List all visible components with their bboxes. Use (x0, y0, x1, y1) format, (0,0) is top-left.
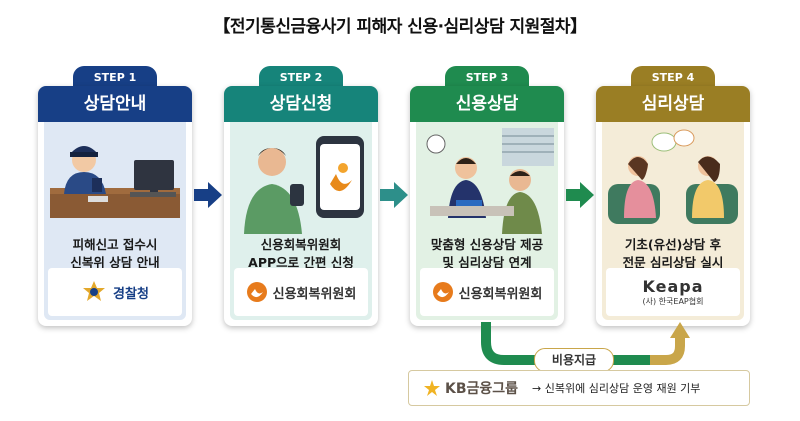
step-2-desc-line1: 신용회복위원회 (260, 237, 342, 252)
step-3-desc-line1: 맞춤형 신용상담 제공 (430, 237, 544, 252)
kb-name: KB금융그룹 (445, 381, 519, 397)
step-2-heading: 상담신청 (224, 86, 378, 122)
step-4-org-name: Keapa (642, 277, 704, 296)
police-emblem-icon (83, 281, 106, 301)
step-2-org-logo: 신용회복위원회 (234, 268, 368, 316)
step-2-card: 상담신청 신용회복위원회 APP으로 간편 신청 (224, 86, 378, 326)
step-4-heading: 심리상담 (596, 86, 750, 122)
step-1-description: 피해신고 접수시 신복위 상담 안내 (44, 236, 186, 272)
step-1-card: 상담안내 피해신고 접수시 신복위 상담 안내 (38, 86, 192, 326)
credit-counseling-illustration (426, 128, 554, 234)
kb-star-icon (424, 380, 440, 396)
arrow-step3-to-step4-icon (566, 182, 594, 208)
step-3-org-logo: 신용회복위원회 (420, 268, 554, 316)
step-1-heading: 상담안내 (38, 86, 192, 122)
step-3-body: 맞춤형 신용상담 제공 및 심리상담 연계 신용회복위원회 (416, 122, 558, 320)
step-4-card: 심리상담 기초(유선)상담 후 전문 심리상담 실시 Keapa (사) 한 (596, 86, 750, 326)
ccrs-logo-icon (432, 282, 453, 302)
step-2-body: 신용회복위원회 APP으로 간편 신청 신용회복위원회 (230, 122, 372, 320)
step-4-description: 기초(유선)상담 후 전문 심리상담 실시 (602, 236, 744, 272)
psych-counseling-illustration (608, 129, 738, 224)
step-1-org-logo: 경찰청 (48, 268, 182, 316)
step-1-desc-line2: 신복위 상담 안내 (70, 255, 160, 270)
arrow-step1-to-step2-icon (194, 182, 222, 208)
arrow-step2-to-step3-icon (380, 182, 408, 208)
step-3-card: 신용상담 맞춤형 신용상담 제공 및 심리상담 연계 (410, 86, 564, 326)
funding-badge: 비용지급 (534, 348, 614, 372)
step-1-org-name: 경찰청 (113, 286, 149, 302)
step-3-desc-line2: 및 심리상담 연계 (442, 255, 532, 270)
police-officer-illustration (50, 146, 180, 218)
phone-user-illustration (244, 136, 364, 234)
step-4-org-sub: (사) 한국EAP협회 (642, 297, 704, 306)
step-2-desc-line2: APP으로 간편 신청 (248, 255, 354, 270)
step-2-label: STEP 2 (259, 66, 343, 88)
funding-flow-arrow-icon (481, 322, 690, 365)
step-1-body: 피해신고 접수시 신복위 상담 안내 경찰청 (44, 122, 186, 320)
step-1-label: STEP 1 (73, 66, 157, 88)
step-4-desc-line1: 기초(유선)상담 후 (624, 237, 722, 252)
step-1-desc-line1: 피해신고 접수시 (72, 237, 158, 252)
kb-logo: KB금융그룹 (423, 378, 518, 398)
page-title: 【전기통신금융사기 피해자 신용·심리상담 지원절차】 (213, 17, 587, 37)
kb-funding-box: KB금융그룹 → 신복위에 심리상담 운영 재원 기부 (408, 370, 750, 406)
step-3-label: STEP 3 (445, 66, 529, 88)
kb-funding-note: → 신복위에 심리상담 운영 재원 기부 (532, 382, 701, 395)
step-3-heading: 신용상담 (410, 86, 564, 122)
step-2-description: 신용회복위원회 APP으로 간편 신청 (230, 236, 372, 272)
step-4-label: STEP 4 (631, 66, 715, 88)
step-4-desc-line2: 전문 심리상담 실시 (622, 255, 724, 270)
step-4-body: 기초(유선)상담 후 전문 심리상담 실시 Keapa (사) 한국EAP협회 (602, 122, 744, 320)
step-2-org-name: 신용회복위원회 (272, 286, 357, 302)
ccrs-logo-icon (246, 282, 267, 302)
step-3-description: 맞춤형 신용상담 제공 및 심리상담 연계 (416, 236, 558, 272)
step-4-org-logo: Keapa (사) 한국EAP협회 (606, 268, 740, 316)
step-3-org-name: 신용회복위원회 (458, 286, 543, 302)
